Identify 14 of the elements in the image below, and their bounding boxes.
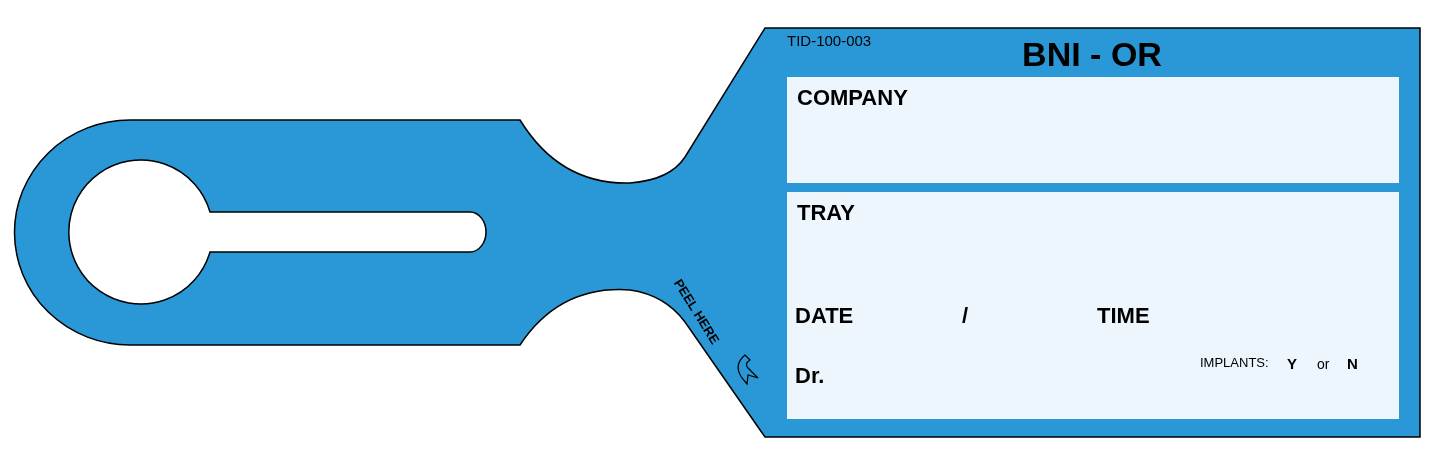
field-label: TRAY (797, 202, 855, 224)
field-label: COMPANY (797, 87, 908, 109)
tag-title: BNI - OR (1022, 37, 1162, 71)
write-in-panel (787, 192, 1399, 419)
option-text: or (1317, 357, 1330, 371)
option-text: N (1347, 356, 1358, 371)
separator-text: / (962, 305, 969, 327)
field-label: IMPLANTS: (1200, 356, 1269, 369)
option-text: Y (1287, 356, 1297, 371)
field-label: Dr. (795, 365, 825, 387)
field-label: DATE (795, 305, 854, 327)
tag-code: TID-100-003 (787, 33, 872, 48)
field-label: TIME (1097, 305, 1150, 327)
write-in-panel (787, 77, 1399, 183)
